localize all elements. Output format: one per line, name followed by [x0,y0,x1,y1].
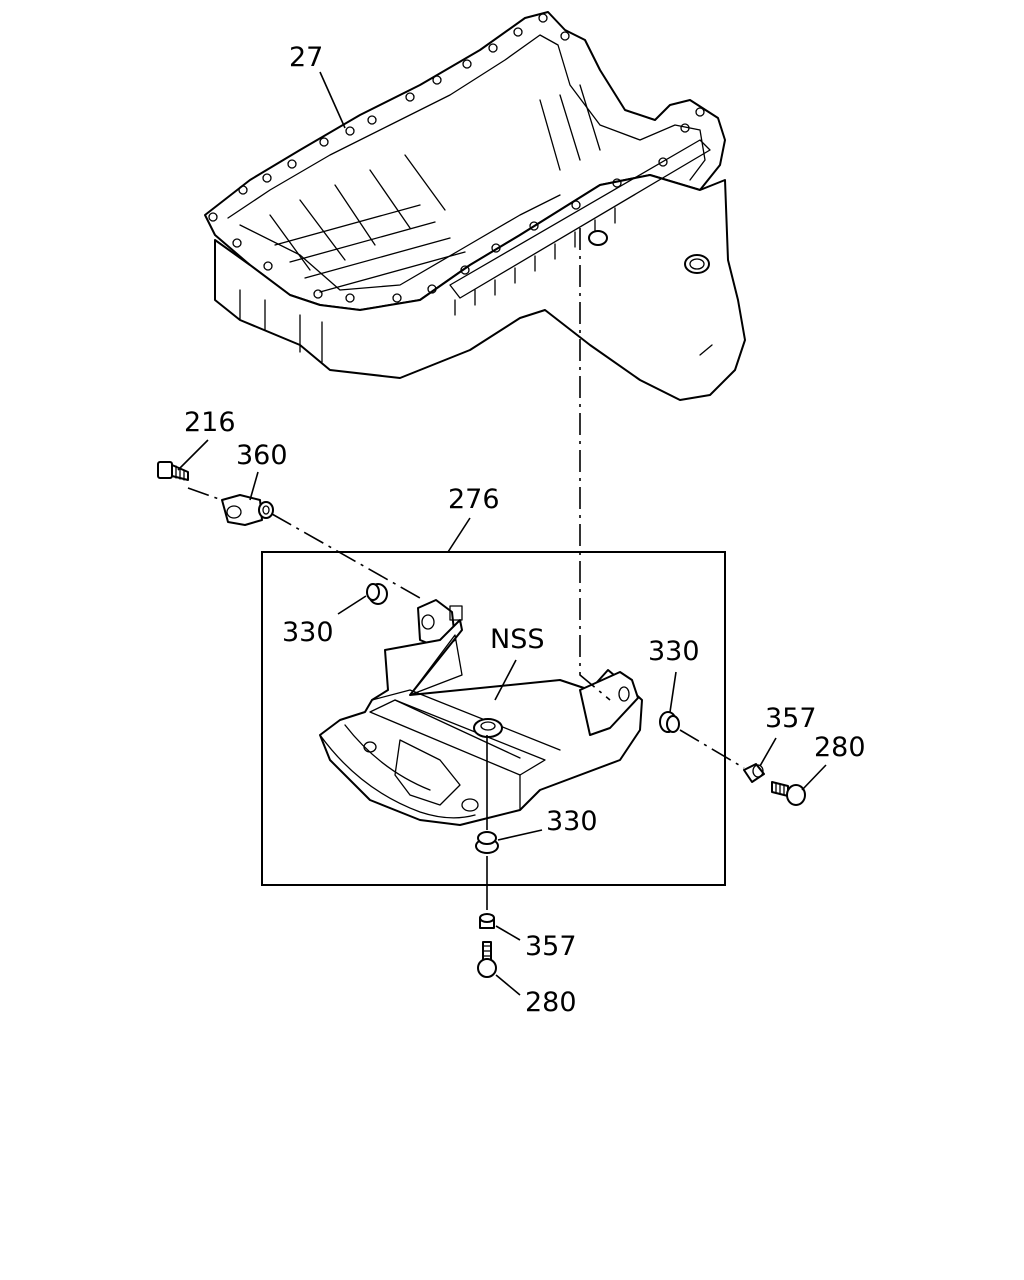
label-280-right: 280 [814,732,866,763]
collar-357-bottom [479,913,495,929]
label-357-bottom: 357 [525,931,577,962]
grommet-330-left [366,583,388,605]
label-330-right: 330 [648,636,700,667]
assembly-box-276 [261,551,726,886]
label-nss: NSS [490,624,544,655]
bolt-280-bottom [477,941,497,978]
collar-357-right [743,763,765,783]
oil-pan [204,11,746,401]
label-276: 276 [448,484,500,515]
grommet-330-bottom [475,831,499,854]
assembly-centerlines [187,228,745,910]
leader-lines [177,71,827,996]
label-27: 27 [289,42,323,73]
label-330-left: 330 [282,617,334,648]
bracket-360 [221,494,274,526]
label-330-bottom: 330 [546,806,598,837]
grommet-330-right [659,711,680,733]
bolt-280-right [771,781,806,806]
label-280-bottom: 280 [525,987,577,1018]
flange-bolt-holes [208,13,705,303]
label-216: 216 [184,407,236,438]
bolt-216 [157,461,189,481]
skid-plate [319,599,643,826]
label-357-right: 357 [765,703,817,734]
part-labels: 27 216 360 276 330 NSS 330 357 280 330 3… [184,42,866,1018]
label-360: 360 [236,440,288,471]
